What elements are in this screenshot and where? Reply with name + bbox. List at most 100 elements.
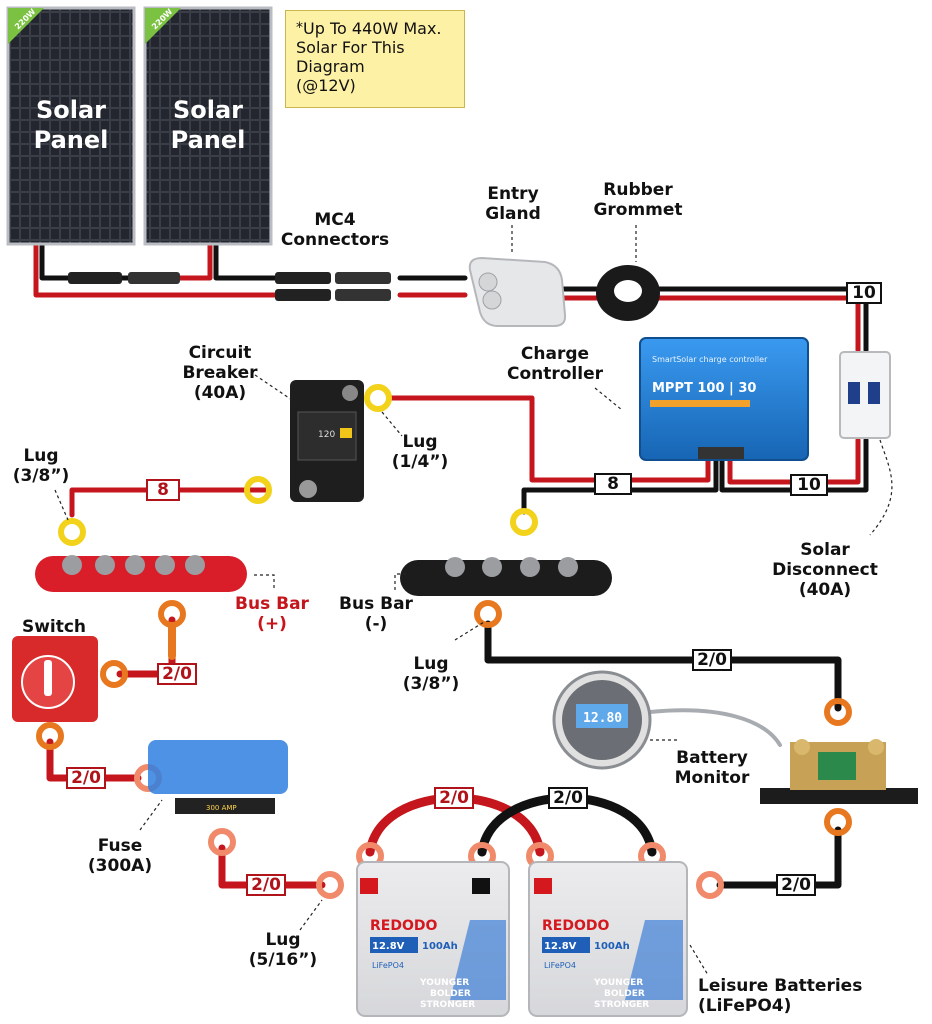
battery-2: REDODO 12.8V 100Ah LiFePO4 YOUNGER BOLDE… [528, 861, 688, 1017]
panel2-neg-lead [213, 242, 288, 281]
lug-busbar-neg-out [474, 600, 502, 628]
lug-shunt-top [824, 698, 852, 726]
label-entry-gland: Entry Gland [470, 184, 556, 224]
label-lug-516: Lug (5/16”) [240, 930, 326, 970]
busbar-to-shunt [484, 620, 842, 712]
lug-busbar-neg [510, 508, 538, 536]
panel-1-label-line1: Solar [35, 96, 107, 124]
label-charge-controller: Charge Controller [500, 344, 610, 384]
rubber-grommet [596, 265, 660, 321]
lug-switch-out [36, 722, 64, 750]
gauge-switch-to-fuse: 2/0 [66, 767, 106, 789]
gauge-disconnect-to-controller: 10 [790, 474, 828, 496]
lug-shunt-bottom [824, 808, 852, 836]
label-charge-controller-line2: Controller [506, 364, 603, 384]
label-bus-bar-neg-line1: Bus Bar [339, 594, 413, 614]
charge-controller: SmartSolar charge controller MPPT 100 | … [639, 337, 809, 461]
lug-fuse-out [208, 828, 236, 856]
gauge-fuse-to-battery: 2/0 [246, 874, 286, 896]
label-lug-516-line2: (5/16”) [248, 950, 318, 970]
entry-gland [468, 256, 567, 327]
label-bus-bar-pos: Bus Bar (+) [232, 594, 312, 634]
lug-busbar-pos-out [158, 600, 186, 628]
label-lug-quarter: Lug (1/4”) [390, 432, 450, 472]
label-lug-38-mid-line2: (3/8”) [402, 674, 460, 694]
label-fuse-line1: Fuse [97, 836, 143, 856]
monitor-cable [648, 708, 782, 747]
label-circuit-breaker-line3: (40A) [193, 383, 247, 403]
battery-1-chem: LiFePO4 [372, 961, 404, 970]
lug-breaker-bottom [244, 476, 272, 504]
panel-2-label: Solar Panel [143, 95, 273, 155]
label-lug-38-mid-line1: Lug [413, 654, 449, 674]
shunt [760, 739, 918, 804]
panel1-neg-lead [39, 242, 73, 281]
bus-bar-positive [35, 555, 247, 592]
gauge-battery-link-pos: 2/0 [434, 787, 474, 809]
label-mc4-line1: MC4 [314, 210, 356, 230]
label-circuit-breaker: Circuit Breaker (40A) [172, 343, 268, 403]
label-circuit-breaker-line1: Circuit [188, 343, 252, 363]
fuse: 300 AMP [148, 740, 288, 814]
battery-2-volt: 12.8V [544, 941, 577, 952]
label-lug-quarter-line2: (1/4”) [391, 452, 449, 472]
label-rubber-grommet-line2: Grommet [593, 200, 683, 220]
battery-monitor: 12.80 [552, 670, 652, 770]
panel-2-label-line2: Panel [170, 126, 246, 154]
controller-brand: SmartSolar charge controller [652, 355, 768, 364]
battery-1: REDODO 12.8V 100Ah LiFePO4 YOUNGER BOLDE… [356, 861, 510, 1017]
panel-1-label-line2: Panel [33, 126, 109, 154]
battery-1-slogan-3: STRONGER [420, 1000, 475, 1010]
gauge-controller-out: 8 [594, 473, 632, 495]
label-battery-monitor: Battery Monitor [672, 748, 752, 788]
battery-switch [12, 636, 98, 722]
label-solar-disconnect-line1: Solar [800, 540, 850, 560]
label-bus-bar-pos-line1: Bus Bar [235, 594, 309, 614]
gauge-shunt-to-battery: 2/0 [776, 874, 816, 896]
bus-bar-negative [400, 557, 612, 596]
breaker-rating: 120 [318, 430, 335, 440]
battery-2-slogan-3: STRONGER [594, 1000, 649, 1010]
panel-2-label-line1: Solar [172, 96, 244, 124]
lugs [36, 384, 852, 899]
controller-model: MPPT 100 | 30 [652, 381, 756, 396]
label-charge-controller-line1: Charge [520, 344, 590, 364]
solar-disconnect [839, 351, 891, 439]
shunt-to-battery [716, 826, 842, 889]
ctrl-to-breaker-red [387, 395, 711, 483]
lug-switch-in [100, 660, 128, 688]
label-switch: Switch [14, 617, 94, 637]
label-battery-monitor-line1: Battery [676, 748, 748, 768]
label-solar-disconnect: Solar Disconnect (40A) [770, 540, 880, 600]
label-lug-38-mid: Lug (3/8”) [396, 654, 466, 694]
panel2-pos-lead [175, 242, 213, 281]
battery-1-brand: REDODO [370, 918, 437, 934]
battery-2-slogan-2: BOLDER [604, 989, 645, 999]
label-entry-gland-line1: Entry [487, 184, 539, 204]
label-solar-disconnect-line3: (40A) [798, 580, 852, 600]
solar-panel-1: 220W [6, 6, 136, 246]
fuse-to-battery [218, 844, 326, 889]
battery-1-slogan-2: BOLDER [430, 989, 471, 999]
label-fuse-line2: (300A) [87, 856, 153, 876]
gauge-switch-to-busbar: 2/0 [157, 663, 197, 685]
fuse-rating: 300 AMP [206, 804, 237, 812]
label-bus-bar-neg-line2: (-) [364, 614, 388, 634]
battery-2-slogan-1: YOUNGER [593, 978, 643, 988]
panel-badge-1 [8, 8, 44, 44]
lug-breaker-quarter [364, 384, 392, 412]
label-lug-38-left-line1: Lug [23, 446, 59, 466]
panel1-pos-lead [33, 242, 288, 298]
battery-2-brand: REDODO [542, 918, 609, 934]
battery-2-chem: LiFePO4 [544, 961, 576, 970]
switch-to-fuse [46, 738, 142, 782]
panel-1-label: Solar Panel [6, 95, 136, 155]
label-solar-disconnect-line2: Disconnect [772, 560, 878, 580]
mc4-connectors [68, 272, 391, 301]
circuit-breaker: 120 [290, 380, 364, 502]
note-line-3: Diagram [296, 57, 365, 76]
note-line-1: Up To 440W Max. [303, 19, 442, 38]
label-battery-monitor-line2: Monitor [674, 768, 750, 788]
note-line-4: (@12V) [296, 76, 356, 95]
label-circuit-breaker-line2: Breaker [182, 363, 258, 383]
